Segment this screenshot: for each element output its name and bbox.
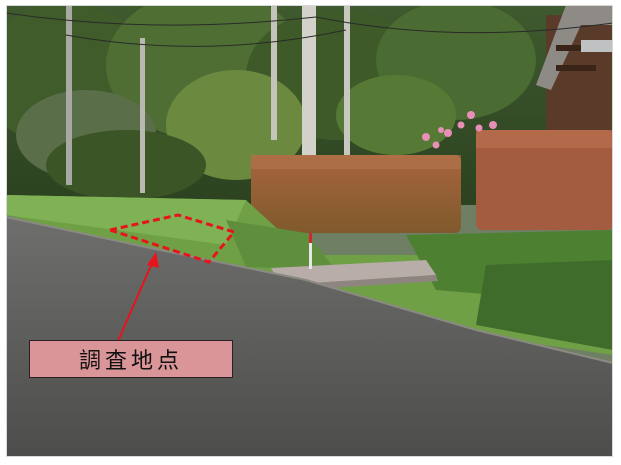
hedge-center [251,155,461,233]
drain-cover [271,260,436,285]
survey-photo [6,5,613,457]
survey-area-outline [104,213,237,264]
survey-point-label: 調査地点 [29,340,233,378]
pink-flowers [422,111,497,149]
power-lines [6,12,613,47]
survey-point-label-text: 調査地点 [78,349,183,374]
photo-scene [6,5,613,457]
house [536,5,613,135]
survey-stake [309,233,312,269]
hedge-right [476,130,613,230]
road [6,217,613,457]
utility-poles [66,5,350,193]
tree-canopy [6,5,536,200]
pointer-arrow [117,252,159,342]
